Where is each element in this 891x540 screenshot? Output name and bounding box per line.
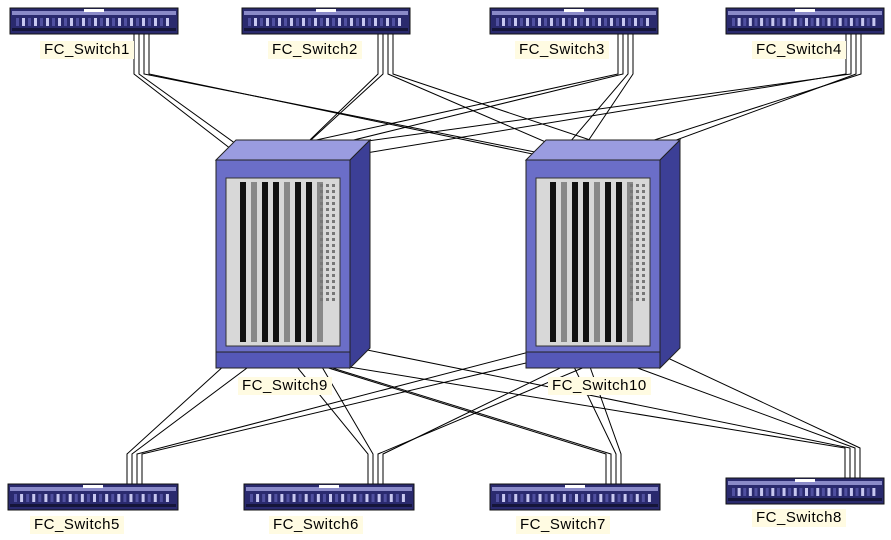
link-sw1-sw9 [138,34,262,163]
link-sw8-sw10 [604,355,856,478]
link-sw5-sw10 [136,343,561,484]
link-sw2-sw9 [280,34,379,169]
switch-sw7 [489,483,661,511]
switch-label-2: FC_Switch2 [268,41,362,59]
link-sw1-sw9 [133,34,241,157]
switch-label-3: FC_Switch3 [515,41,609,59]
switch-label-9: FC_Switch9 [238,377,332,395]
switch-sw8 [725,477,885,505]
core-switch-sw9 [214,138,372,370]
link-sw3-sw9 [242,34,619,157]
core-switch-sw10 [524,138,682,370]
links-layer [126,34,862,484]
link-sw5-sw10 [141,349,582,484]
switch-label-10: FC_Switch10 [548,377,651,395]
switch-label-6: FC_Switch6 [269,516,363,534]
switch-sw3 [489,7,659,35]
link-sw4-sw10 [599,34,857,169]
link-sw3-sw10 [573,34,634,163]
link-sw2-sw10 [387,34,607,169]
switch-sw4 [725,7,885,35]
link-sw8-sw9 [281,355,846,478]
link-sw7-sw10 [583,349,622,484]
switch-label-1: FC_Switch1 [40,41,134,59]
switch-label-5: FC_Switch5 [30,516,124,534]
link-sw6-sw10 [377,355,612,484]
devices-layer [7,7,885,511]
link-sw6-sw10 [382,337,623,484]
link-sw8-sw10 [624,337,861,478]
link-sw4-sw9 [302,34,852,151]
switch-sw1 [9,7,179,35]
link-sw3-sw9 [263,34,624,163]
link-sw3-sw10 [557,34,629,157]
link-sw2-sw9 [299,34,384,151]
switch-label-7: FC_Switch7 [516,516,610,534]
link-sw6-sw9 [304,337,374,484]
link-sw8-sw9 [307,337,851,478]
link-sw2-sw10 [392,34,621,151]
link-sw4-sw10 [622,34,862,151]
link-sw7-sw9 [273,349,612,484]
link-sw4-sw9 [274,34,847,169]
link-sw1-sw10 [143,34,556,157]
link-sw7-sw9 [250,343,607,484]
link-sw5-sw9 [131,349,272,484]
link-sw5-sw9 [126,343,249,484]
switch-sw2 [241,7,411,35]
switch-sw6 [243,483,415,511]
switch-label-8: FC_Switch8 [752,509,846,527]
switch-label-4: FC_Switch4 [752,41,846,59]
switch-sw5 [7,483,179,511]
